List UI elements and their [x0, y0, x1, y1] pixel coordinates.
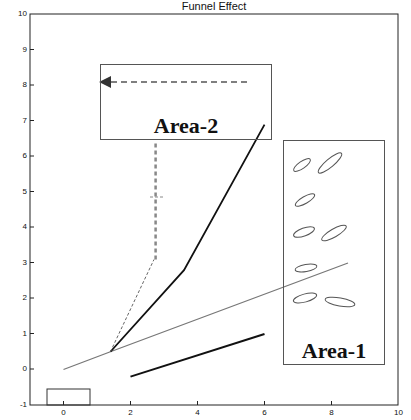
tick-label: 8 — [329, 409, 333, 417]
tick-label: -1 — [20, 401, 27, 409]
dash-mark — [150, 197, 164, 198]
dotted-line — [110, 260, 154, 352]
tick-label: 5 — [23, 188, 27, 196]
funnel-line-lower — [131, 334, 265, 377]
tick-label: 4 — [23, 223, 27, 231]
tick-marks — [30, 50, 332, 406]
start-box — [47, 389, 90, 405]
funnel-line — [110, 125, 264, 352]
tick-label: 2 — [23, 294, 27, 302]
tick-label: 9 — [23, 46, 27, 54]
dashed-path — [154, 141, 157, 260]
tick-label: 6 — [23, 152, 27, 160]
tick-label: 1 — [23, 330, 27, 338]
tick-label: 0 — [61, 409, 65, 417]
tick-label: 6 — [262, 409, 266, 417]
tick-label: 0 — [23, 365, 27, 373]
axes-box — [30, 14, 398, 405]
chart-title: Funnel Effect — [182, 0, 247, 12]
tick-label: 10 — [394, 409, 403, 417]
area-box: Area-1 — [283, 140, 385, 365]
tick-label: 7 — [23, 117, 27, 125]
tick-label: 2 — [128, 409, 132, 417]
area-box: Area-2 — [100, 64, 272, 140]
ship-icons — [292, 150, 356, 308]
tick-label: 3 — [23, 259, 27, 267]
tick-label: 10 — [18, 10, 27, 18]
area-label: Area-2 — [152, 115, 220, 137]
tick-label: 8 — [23, 81, 27, 89]
tick-label: 4 — [195, 409, 199, 417]
dashed-arrow — [102, 81, 247, 83]
area-label: Area-1 — [300, 340, 368, 362]
